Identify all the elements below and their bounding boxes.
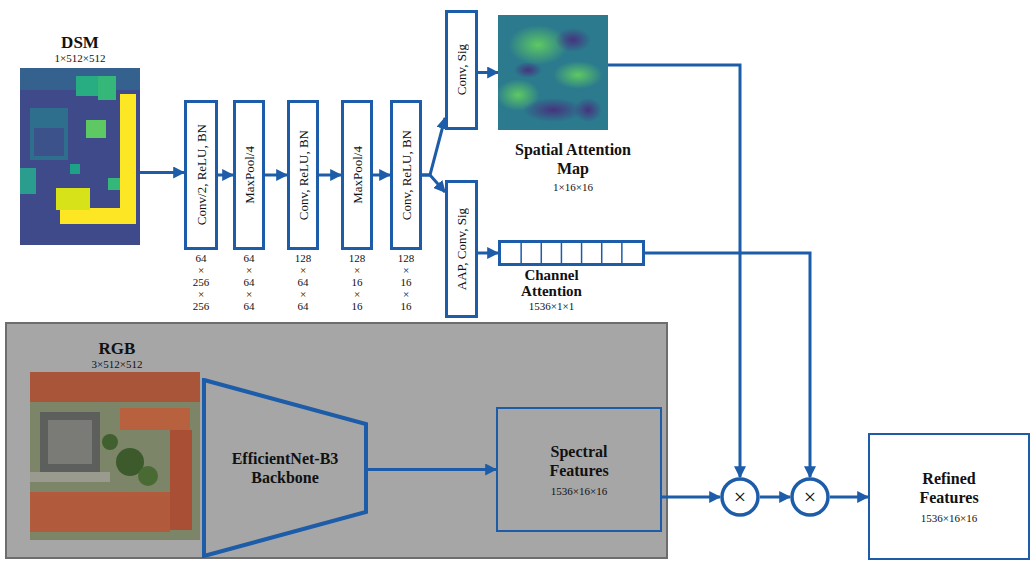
layer-label: AAP, Conv, Sig	[455, 208, 468, 290]
aerial-photo	[30, 372, 200, 540]
box-title: Spectral Features	[529, 442, 629, 480]
heading-group: DSM1×512×512	[55, 33, 106, 65]
heading-group: RGB3×512×512	[92, 339, 143, 371]
connector-arrow	[645, 253, 810, 477]
layer-label: Conv/2, ReLU, BN	[195, 124, 208, 225]
dimension-group: 128 × 64 × 64	[295, 252, 312, 312]
map-title: Spatial Attention Map	[506, 140, 641, 178]
rgb-branch-panel: RGB3×512×512EfficientNet-B3 BackboneSpec…	[5, 322, 668, 559]
dimension-label: 1536×1×1	[502, 300, 602, 313]
vector-cells	[501, 243, 642, 263]
dimension-label: 1536×16×16	[529, 484, 629, 498]
connector-arrow	[140, 171, 184, 174]
dimension-label: 128 × 16 × 16	[398, 252, 415, 312]
multiply-node: ×	[720, 477, 760, 517]
connector-arrow	[265, 174, 287, 177]
cell-divider	[601, 243, 603, 263]
cell-divider	[561, 243, 563, 263]
layer-box: MaxPool/464 × 64 × 64	[233, 100, 265, 250]
dimension-label: 128 × 64 × 64	[295, 252, 312, 312]
trapezoid-outline	[202, 378, 368, 558]
dimension-group: 128 × 16 × 16	[398, 252, 415, 312]
attention-heatmap	[498, 15, 608, 130]
layer-box: MaxPool/4128 × 16 × 16	[341, 100, 373, 250]
backbone-label: EfficientNet-B3 Backbone	[229, 449, 341, 487]
feature-box: Refined Features 1536×16×16	[868, 433, 1030, 560]
image-node: DSM1×512×512	[20, 68, 140, 245]
layer-label: Conv, ReLU, BN	[400, 130, 413, 220]
attention-vector: Channel Attention1536×1×1	[498, 240, 645, 266]
dimension-group: 64 × 256 × 256	[193, 252, 210, 312]
multiply-node: ×	[790, 477, 830, 517]
circle-shape	[722, 479, 758, 515]
dimension-label: 64 × 64 × 64	[244, 252, 255, 312]
connector-arrow	[478, 71, 498, 74]
connector-arrow	[319, 174, 341, 177]
cell-divider	[621, 243, 623, 263]
connector-arrow	[422, 118, 445, 175]
connector-arrow	[662, 496, 720, 499]
layer-box: Conv, Sig	[445, 10, 478, 130]
dimension-label: 1×512×512	[55, 52, 106, 65]
operator-symbol: ×	[734, 486, 746, 508]
layer-box: AAP, Conv, Sig	[445, 180, 478, 318]
image-node: RGB3×512×512	[32, 374, 202, 542]
image-title: DSM	[55, 33, 106, 52]
attention-map: Spatial Attention Map1×16×16	[498, 15, 608, 130]
layer-label: MaxPool/4	[243, 146, 256, 204]
circle-shape	[792, 479, 828, 515]
connector-arrow	[760, 496, 790, 499]
dimension-label: 3×512×512	[92, 358, 143, 371]
dimension-label: 1536×16×16	[899, 511, 999, 525]
dsm-image	[20, 68, 140, 245]
feature-box: Spectral Features 1536×16×16	[496, 407, 662, 532]
box-title: Refined Features	[899, 469, 999, 507]
layer-box: Conv, ReLU, BN128 × 16 × 16	[390, 100, 422, 250]
trapezoid-shape	[204, 380, 366, 556]
box-content: Spectral Features 1536×16×16	[529, 442, 629, 498]
vector-title: Channel Attention	[502, 267, 602, 299]
dimension-group: 128 × 16 × 16	[349, 252, 366, 312]
connector-arrow	[830, 496, 868, 499]
cell-divider	[520, 243, 522, 263]
layer-label: MaxPool/4	[351, 146, 364, 204]
cell-divider	[581, 243, 583, 263]
dimension-group: 64 × 64 × 64	[244, 252, 255, 312]
image-title: RGB	[92, 339, 143, 358]
operator-symbol: ×	[804, 486, 816, 508]
cell-divider	[541, 243, 543, 263]
connector-arrow	[478, 252, 498, 255]
layer-label: Conv, ReLU, BN	[297, 130, 310, 220]
connector-arrow	[368, 468, 496, 471]
dimension-label: 128 × 16 × 16	[349, 252, 366, 312]
backbone-trapezoid: EfficientNet-B3 Backbone	[202, 378, 368, 558]
caption-group: Spatial Attention Map 1×16×16	[506, 140, 641, 194]
connector-arrow	[373, 174, 390, 177]
connector-arrow	[422, 175, 445, 192]
layer-box: Conv, ReLU, BN128 × 64 × 64	[287, 100, 319, 250]
caption-group: Channel Attention1536×1×1	[502, 267, 602, 313]
box-content: Refined Features 1536×16×16	[899, 469, 999, 525]
dimension-label: 1×16×16	[506, 180, 641, 194]
dimension-label: 64 × 256 × 256	[193, 252, 210, 312]
layer-box: Conv/2, ReLU, BN64 × 256 × 256	[184, 100, 218, 250]
layer-label: Conv, Sig	[455, 44, 468, 95]
connector-arrow	[218, 174, 233, 177]
